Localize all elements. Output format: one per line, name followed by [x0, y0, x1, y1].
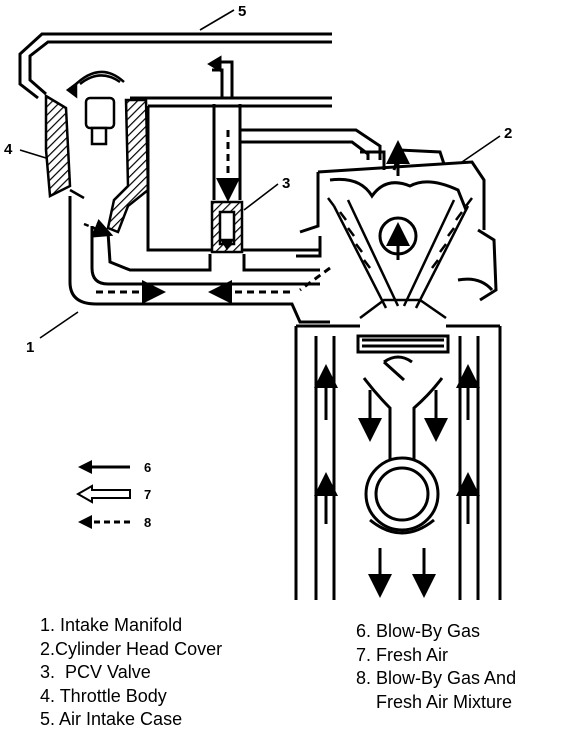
legend-symbols [75, 460, 131, 529]
pcv-hose [207, 55, 382, 200]
legend-label-6: 6 [144, 460, 151, 475]
callout-4: 4 [4, 141, 13, 158]
caption-item-1: 1. Intake Manifold [40, 615, 183, 635]
caption-item-7: 7. Fresh Air [356, 644, 449, 665]
callout-2: 2 [504, 125, 512, 142]
leader-lines [19, 9, 501, 339]
caption-item-8-cont: Fresh Air Mixture [356, 691, 513, 712]
caption-item-4: 4. Throttle Body [40, 685, 167, 706]
caption-item-3: 3. PCV Valve [40, 662, 151, 682]
caption-left-column: 1. Intake Manifold 2.Cylinder Head Cover… [40, 614, 222, 732]
blow-by-gas-arrows [314, 140, 480, 598]
caption-item-6: 6. Blow-By Gas [356, 621, 481, 641]
throttle-body [44, 93, 150, 234]
legend-dashed-arrow [78, 515, 130, 529]
legend-label-7: 7 [144, 487, 151, 502]
fresh-air-arrow [83, 219, 114, 238]
callout-5: 5 [238, 3, 246, 20]
callout-3: 3 [282, 175, 290, 192]
legend-hollow-arrow [75, 484, 131, 504]
callout-1: 1 [26, 339, 34, 356]
pcv-system-diagram: 1 2 3 4 5 6 7 8 [4, 3, 512, 600]
caption-right-column: 6. Blow-By Gas 7. Fresh Air 8. Blow-By G… [356, 620, 516, 714]
piston-assembly [356, 334, 450, 535]
intake-manifold [68, 196, 330, 324]
air-intake-case [18, 32, 332, 100]
caption-item-5: 5. Air Intake Case [40, 709, 183, 729]
throttle-sensor [65, 70, 125, 146]
pcv-valve [210, 200, 244, 254]
mixture-flow-arrows [96, 130, 331, 304]
legend-label-8: 8 [144, 515, 151, 530]
caption-item-2: 2.Cylinder Head Cover [40, 638, 223, 659]
cylinder-head-cover [296, 148, 498, 302]
caption-item-8: 8. Blow-By Gas And [356, 668, 517, 688]
legend-solid-arrow [78, 460, 130, 474]
valve-train [327, 197, 473, 320]
